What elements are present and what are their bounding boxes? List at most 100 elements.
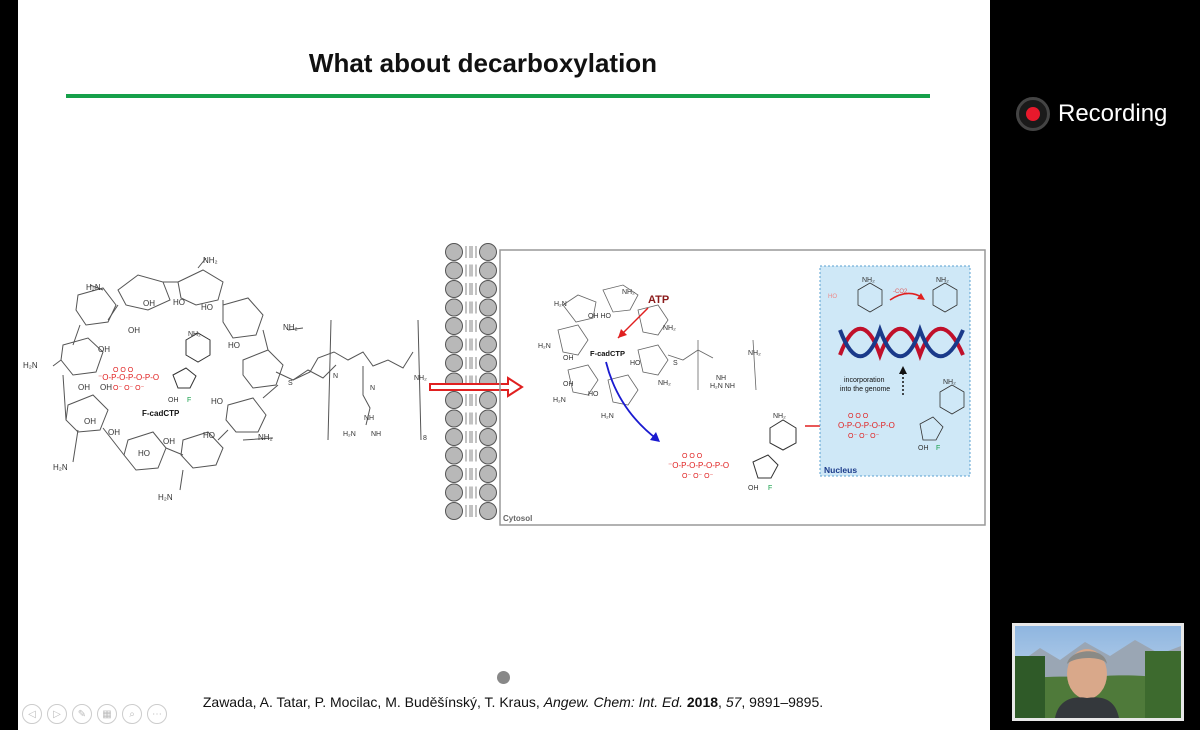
- svg-text:F: F: [936, 445, 940, 452]
- citation-year: 2018: [686, 694, 719, 710]
- svg-text:H₂N: H₂N: [554, 301, 567, 308]
- citation-journal: Angew. Chem: Int. Ed.: [543, 694, 683, 710]
- cyclodextrin-structure: [52, 257, 337, 491]
- h2n-label: H₂N: [23, 361, 38, 370]
- lipid-head-right: [479, 409, 497, 428]
- lipid-head-left: [445, 298, 463, 317]
- svg-text:HO: HO: [828, 294, 837, 300]
- oh-label: OH: [108, 428, 120, 437]
- svg-text:OH: OH: [563, 381, 574, 388]
- atp-label: ATP: [648, 294, 669, 306]
- lipid-head-right: [479, 483, 497, 502]
- release-arrow: [605, 361, 659, 441]
- svg-text:HO: HO: [588, 391, 599, 398]
- nh2-label: NH₂: [203, 256, 218, 265]
- lipid-head-right: [479, 335, 497, 354]
- nucleus-nucleotide: O-P-O-P-O-P-O O O O O⁻ O⁻ O⁻ NH₂ OH F: [838, 379, 965, 452]
- svg-text:NH₂: NH₂: [663, 325, 676, 332]
- lipid-head-right: [479, 502, 497, 520]
- cytosol-label: Cytosol: [503, 514, 532, 523]
- lipid-head-right: [479, 428, 497, 446]
- svg-text:NH₂: NH₂: [622, 289, 635, 296]
- recording-label: Recording: [1058, 100, 1168, 127]
- svg-text:O⁻ O⁻ O⁻: O⁻ O⁻ O⁻: [682, 473, 714, 480]
- svg-text:N: N: [370, 385, 375, 392]
- lipid-head-left: [445, 502, 463, 520]
- oh-label: OH: [128, 326, 140, 335]
- svg-text:H₂N NH: H₂N NH: [710, 383, 735, 390]
- svg-text:NH₂: NH₂: [748, 350, 761, 357]
- cytosol-box: [499, 249, 986, 526]
- lipid-head-left: [445, 261, 463, 280]
- ho-label: HO: [211, 397, 223, 406]
- incorporation-label: incorporation: [844, 377, 885, 384]
- svg-text:OH: OH: [918, 445, 929, 452]
- lipid-head-left: [445, 335, 463, 354]
- oh-label: OH: [163, 437, 175, 446]
- lipid-head-left: [445, 243, 463, 261]
- svg-text:NH₂: NH₂: [188, 331, 201, 338]
- lipid-head-right: [479, 280, 497, 298]
- svg-text:N: N: [333, 373, 338, 380]
- svg-text:H₂N: H₂N: [601, 413, 614, 420]
- svg-text:S: S: [673, 360, 678, 367]
- h2n-label: H₂N: [53, 463, 68, 472]
- more-icon[interactable]: ⋯: [147, 704, 167, 724]
- cyclodextrin-labels: NH₂ H₂N OH HO HO OH NH₂ OH HO H₂N OH OH …: [23, 256, 298, 502]
- nucleus-top-molecules: NH₂ HO NH₂ -CO2: [828, 277, 958, 313]
- lipid-head-right: [479, 465, 497, 483]
- cytosol-complex: [557, 284, 757, 406]
- svg-text:F: F: [187, 397, 191, 404]
- webcam-image: [1015, 626, 1181, 718]
- genome-label: into the genome: [840, 386, 890, 393]
- oh-label: OH: [143, 299, 155, 308]
- svg-text:OH: OH: [748, 485, 759, 492]
- svg-text:NH: NH: [716, 375, 726, 382]
- svg-text:⁻O-P-O-P-O-P-O: ⁻O-P-O-P-O-P-O: [668, 461, 729, 470]
- oh-label: OH: [78, 383, 90, 392]
- oh-label: OH: [100, 383, 112, 392]
- slides-icon[interactable]: ▦: [97, 704, 117, 724]
- nh2-label: NH₂: [283, 323, 298, 332]
- co2-label: -CO2: [893, 289, 908, 295]
- citation-volume: 57: [725, 694, 742, 710]
- cytosol-compound-label: F-cadCTP: [590, 349, 625, 358]
- svg-text:O O O: O O O: [113, 367, 134, 374]
- svg-text:O-P-O-P-O-P-O: O-P-O-P-O-P-O: [838, 421, 895, 430]
- next-icon[interactable]: ▷: [47, 704, 67, 724]
- webcam-thumbnail[interactable]: [1012, 623, 1184, 721]
- cell-membrane: [445, 243, 497, 520]
- released-nucleotide: ⁻O-P-O-P-O-P-O O O O O⁻ O⁻ O⁻ NH₂ OH F: [668, 413, 797, 492]
- lipid-head-left: [445, 280, 463, 298]
- zoom-icon[interactable]: ⌕: [122, 704, 142, 724]
- prev-icon[interactable]: ◁: [22, 704, 42, 724]
- ho-label: HO: [138, 449, 150, 458]
- title-underline: [66, 94, 930, 98]
- dna-helix: [838, 324, 965, 361]
- lipid-head-left: [445, 391, 463, 409]
- svg-text:O O O: O O O: [848, 413, 869, 420]
- lipid-head-right: [479, 446, 497, 465]
- guest-compound-label: F-cadCTP: [142, 409, 180, 418]
- citation-pages: 9891–9895.: [749, 694, 824, 710]
- h2n-label: H₂N: [86, 283, 101, 292]
- lipid-head-left: [445, 428, 463, 446]
- svg-text:H₂N: H₂N: [538, 343, 551, 350]
- slide: What about decarboxylation NH₂ H₂N OH HO…: [18, 0, 990, 730]
- reaction-scheme: NH₂ H₂N OH HO HO OH NH₂ OH HO H₂N OH OH …: [23, 243, 986, 526]
- lipid-head-left: [445, 483, 463, 502]
- nh2-label: NH₂: [258, 433, 273, 442]
- svg-text:NH: NH: [371, 431, 381, 438]
- lipid-head-left: [445, 354, 463, 372]
- svg-text:O⁻ O⁻ O⁻: O⁻ O⁻ O⁻: [113, 385, 145, 392]
- triphosphate-label: ⁻O-P-O-P-O-P-O: [98, 373, 159, 382]
- ho-label: HO: [228, 341, 240, 350]
- slide-title: What about decarboxylation: [308, 48, 658, 78]
- citation: Zawada, A. Tatar, P. Mocilac, M. Buděšín…: [202, 694, 824, 710]
- pen-icon[interactable]: ✎: [72, 704, 92, 724]
- ho-label: HO: [201, 303, 213, 312]
- lipid-head-left: [445, 409, 463, 428]
- svg-text:OH: OH: [563, 355, 574, 362]
- lipid-head-right: [479, 261, 497, 280]
- nucleus-label: Nucleus: [824, 465, 857, 475]
